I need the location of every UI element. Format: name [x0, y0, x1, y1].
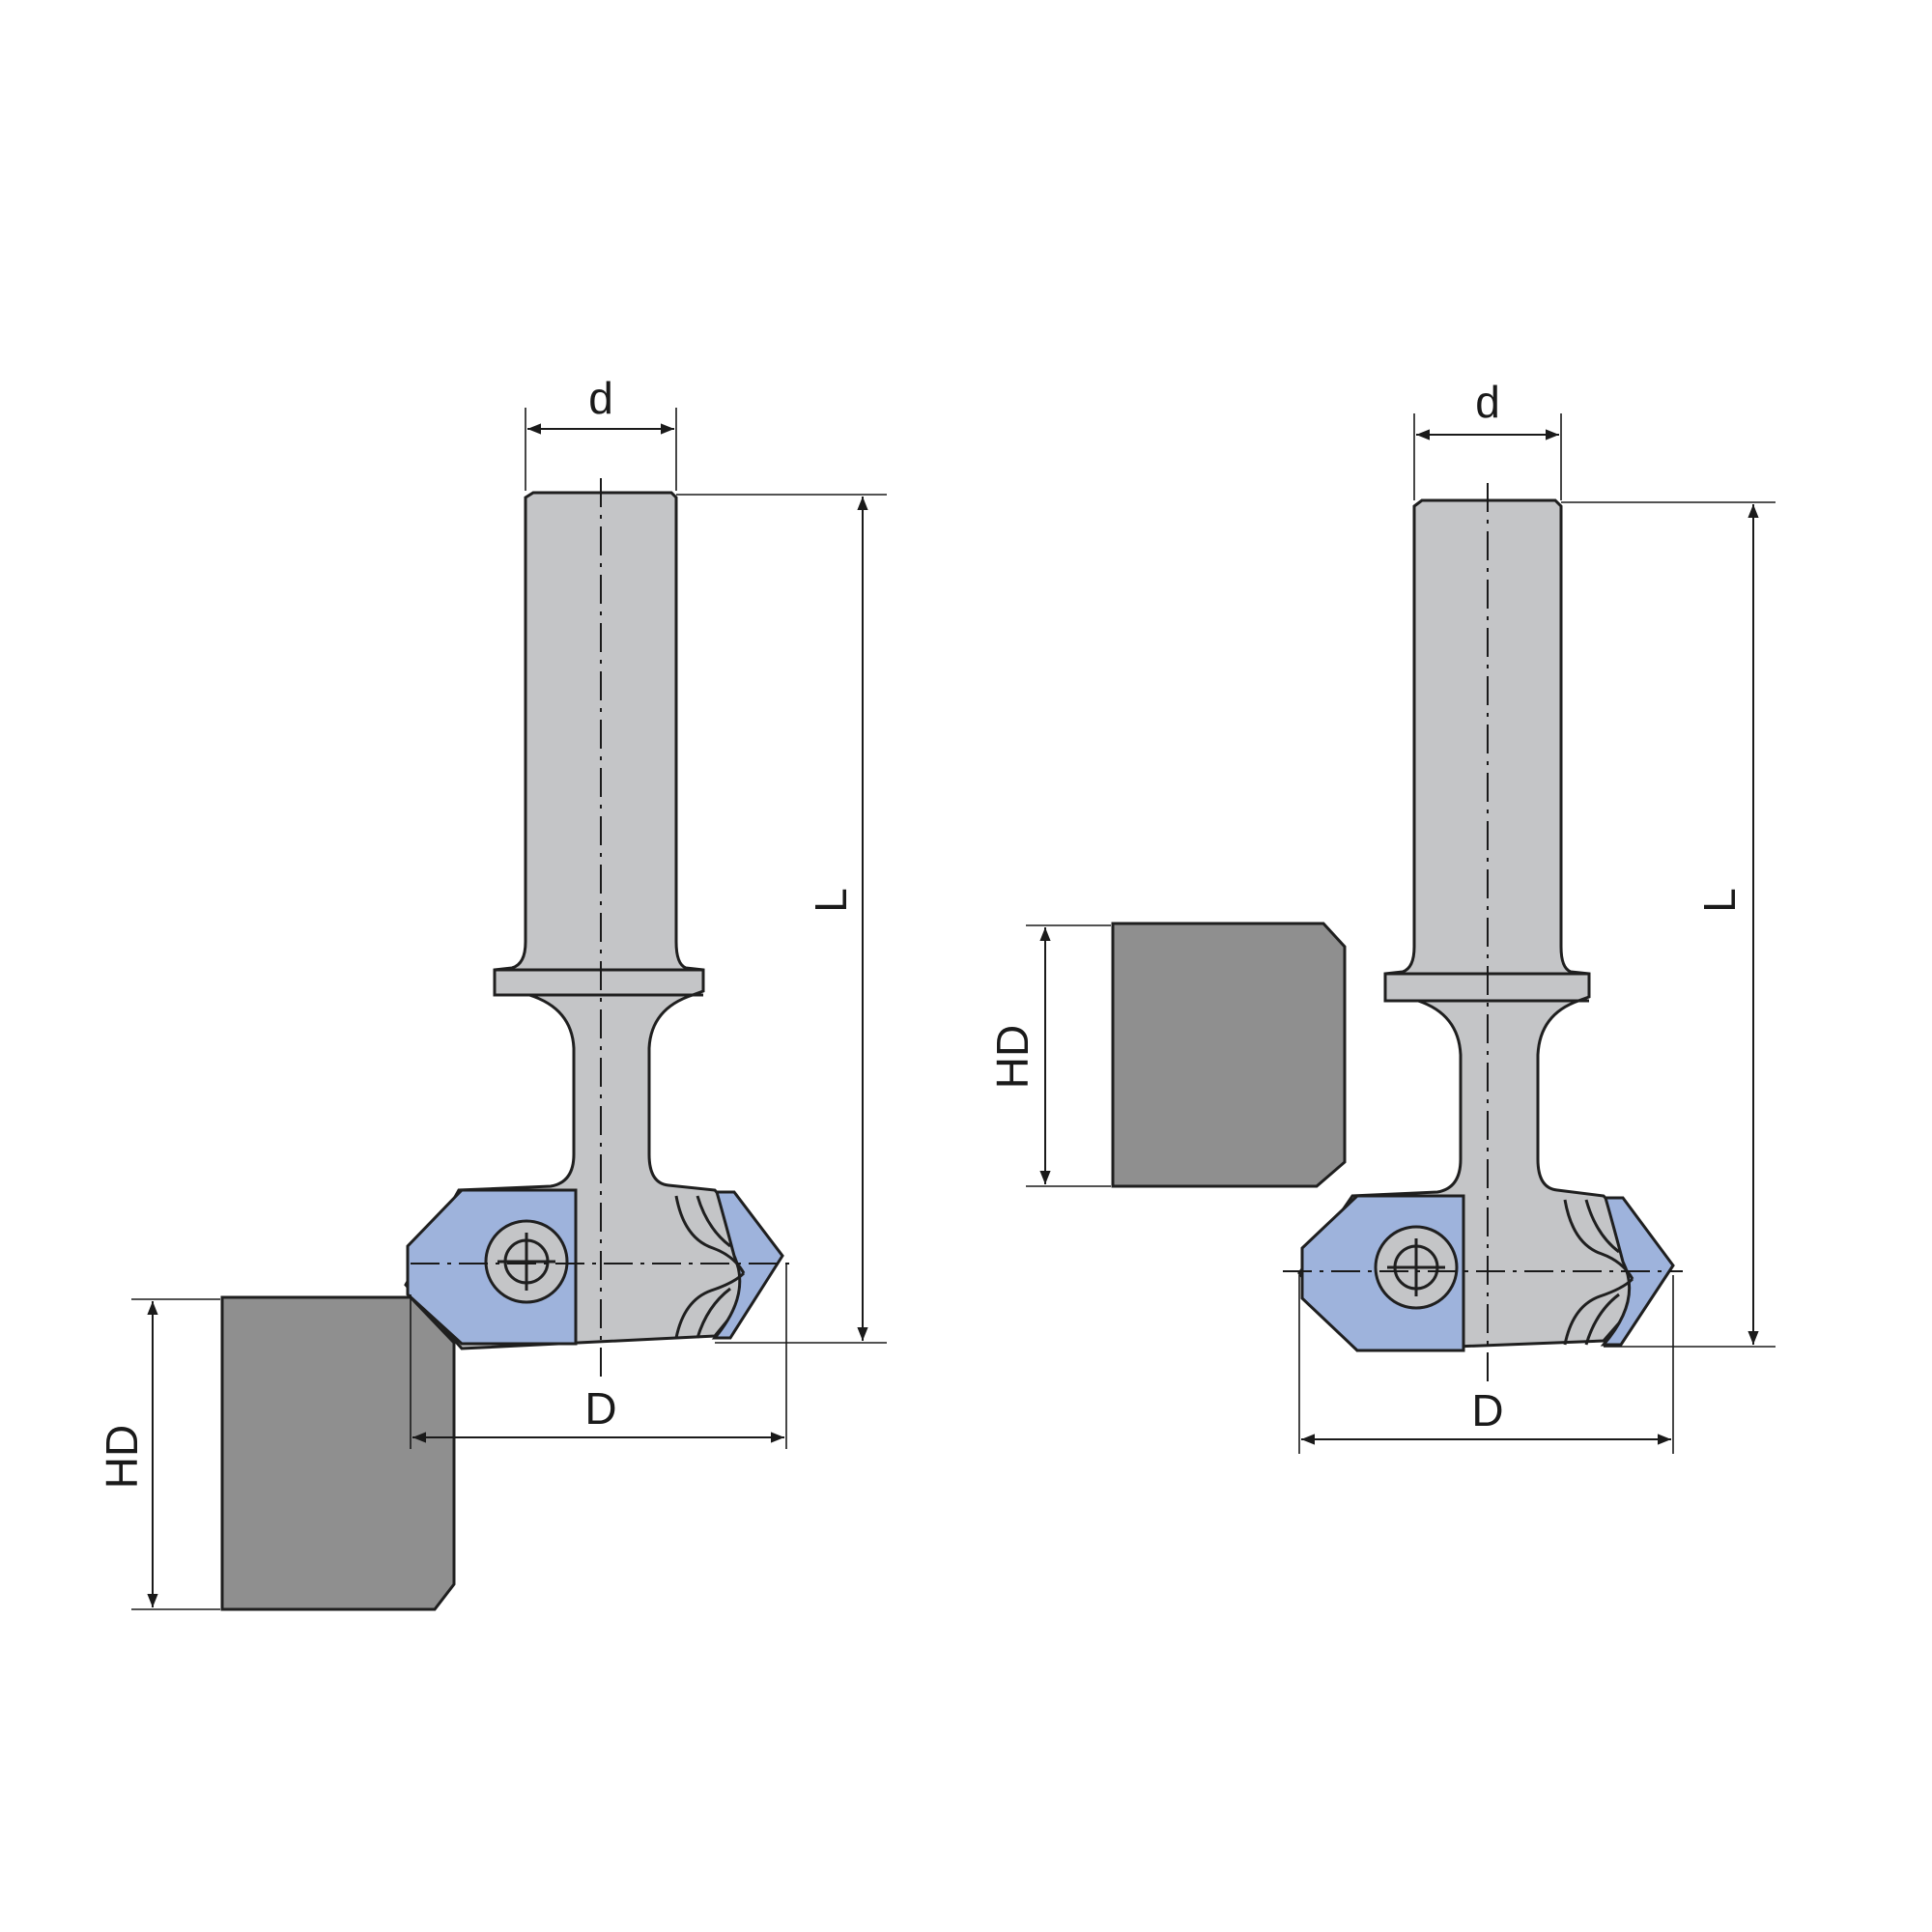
right-L-dimension: L [1561, 501, 1776, 1348]
left-screw [484, 1219, 569, 1304]
right-view: d L D HD [987, 377, 1776, 1454]
right-d-dimension: d [1413, 377, 1562, 500]
right-HD-label: HD [987, 1025, 1037, 1089]
left-HD-label: HD [97, 1425, 147, 1489]
left-D-label: D [584, 1383, 616, 1434]
right-cutter-tool [1297, 498, 1675, 1352]
left-view: d L D HD [97, 373, 887, 1611]
left-cutter-tool [404, 491, 784, 1350]
left-d-dimension: d [525, 373, 677, 491]
left-D-dimension: D [410, 1264, 787, 1449]
right-workpiece [1111, 922, 1347, 1188]
right-screw [1374, 1225, 1459, 1310]
left-HD-dimension: HD [97, 1298, 220, 1610]
right-HD-dimension: HD [987, 924, 1111, 1187]
right-D-dimension: D [1298, 1275, 1674, 1454]
left-L-label: L [806, 888, 856, 913]
left-L-dimension: L [676, 494, 887, 1344]
left-workpiece [220, 1295, 456, 1611]
right-d-label: d [1475, 377, 1500, 427]
right-L-label: L [1694, 888, 1745, 913]
right-D-label: D [1471, 1385, 1503, 1435]
left-d-label: d [588, 373, 613, 423]
